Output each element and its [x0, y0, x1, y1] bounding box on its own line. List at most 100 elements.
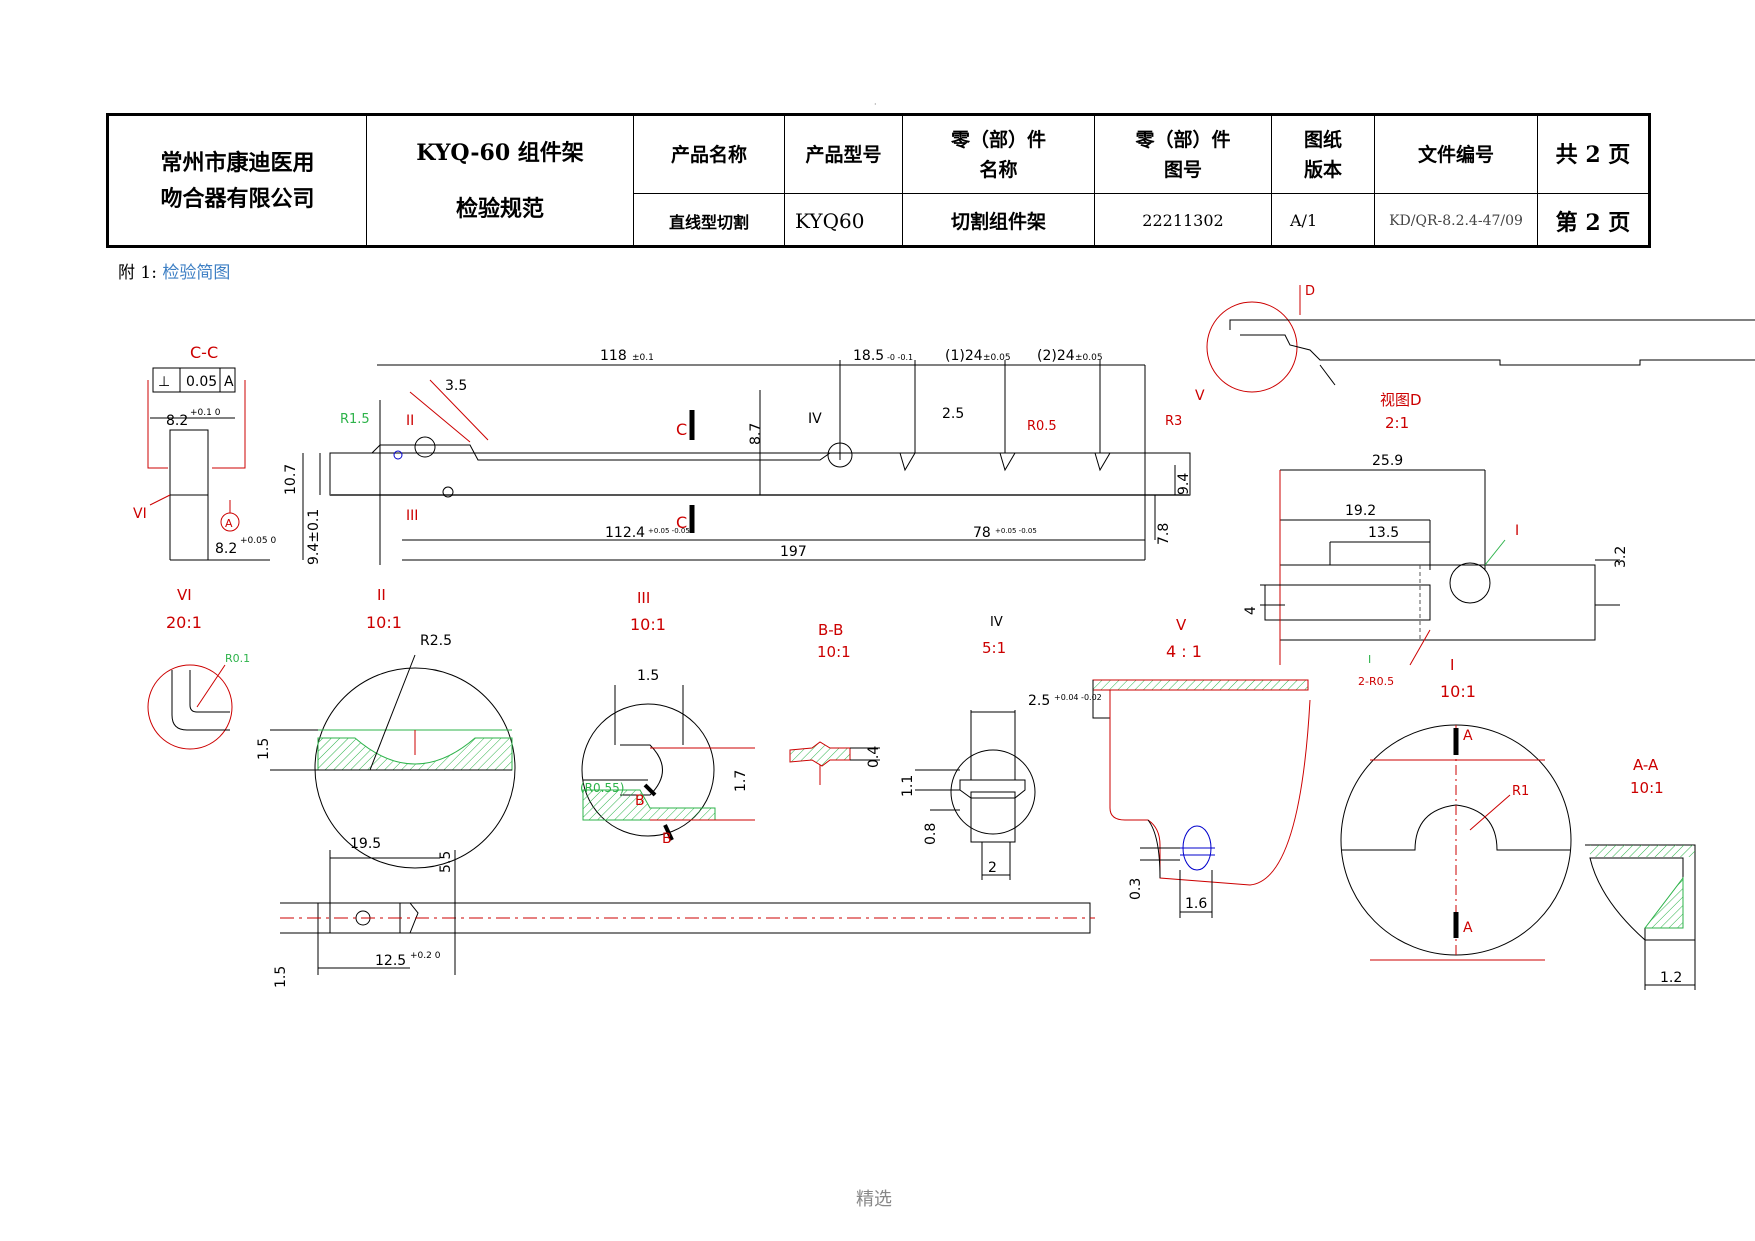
col-product-model: 产品型号: [784, 116, 902, 193]
label-det-iv-08: 0.8: [923, 823, 939, 845]
label-det-vi-title: VI: [177, 586, 192, 604]
col-product-name: 产品名称: [633, 116, 784, 193]
label-det-v-03: 0.3: [1128, 878, 1144, 900]
footer-text: 精选: [856, 1189, 892, 1210]
label-det-iii-b2: B: [662, 831, 672, 847]
total-pages: 共 2 页: [1537, 116, 1648, 193]
label-det-i-a2: A: [1463, 920, 1473, 936]
appendix-link[interactable]: 检验简图: [162, 263, 231, 283]
label-dim-197: 197: [780, 544, 807, 560]
detail-ii: [270, 654, 516, 869]
label-det-vi-scale: 20:1: [166, 613, 202, 632]
col-doc-no: 文件编号: [1374, 116, 1537, 193]
detail-v: [1092, 679, 1311, 918]
label-dim-94a: 9.4±0.1: [306, 509, 322, 565]
detail-bb: [789, 741, 880, 785]
company-line-1: 常州市康迪医用: [160, 149, 315, 176]
label-r05: R0.5: [1027, 419, 1057, 434]
label-dim-185-tol: -0 -0.1: [887, 353, 913, 362]
label-det-aa-scale: 10:1: [1630, 779, 1664, 797]
label-dim-24-2: (2)24: [1037, 348, 1075, 364]
label-det-iv-25: 2.5: [1028, 693, 1050, 709]
label-det-ii-15: 1.5: [256, 738, 272, 760]
label-dim-78v: 7.8: [1156, 523, 1172, 545]
detail-aa: [1585, 844, 1696, 990]
col-part-name-label-1: 零（部）件: [950, 128, 1046, 151]
label-det-iv-2: 2: [988, 860, 997, 876]
total-pages-label: 共 2 页: [1555, 141, 1631, 168]
col-part-no-label-2: 图号: [1163, 158, 1202, 181]
label-dim-94b: 9.4: [1176, 473, 1192, 495]
title-line-2: 检验规范: [455, 195, 544, 222]
label-det-ii-r: R2.5: [420, 633, 452, 649]
label-det-iii-17: 1.7: [733, 770, 749, 792]
label-dim-82a-tol: +0.1 0: [190, 408, 221, 418]
label-mark-i2: I: [1368, 653, 1371, 666]
label-det-iv-11: 1.1: [900, 775, 916, 797]
col-part-no: 零（部）件 图号: [1094, 116, 1271, 193]
document-header-table: 常州市康迪医用 吻合器有限公司 KYQ-60 组件架 检验规范 产品名称 产品型…: [106, 113, 1651, 248]
label-det-bb-title: B-B: [818, 621, 843, 639]
bottom-long-part: [280, 850, 1095, 975]
val-version: A/1: [1271, 193, 1374, 248]
label-det-bb-scale: 10:1: [817, 643, 851, 661]
col-part-name: 零（部）件 名称: [902, 116, 1094, 193]
val-part-name: 切割组件架: [902, 193, 1094, 248]
label-dim-4: 4: [1243, 606, 1259, 615]
label-mark-ii: II: [406, 413, 414, 429]
company-name: 常州市康迪医用 吻合器有限公司: [109, 116, 366, 245]
label-dim-24-1-tol: ±0.05: [983, 353, 1011, 363]
label-dim-25: 2.5: [942, 406, 964, 422]
appendix-label: 附 1: 检验简图: [118, 258, 230, 283]
col-doc-no-label: 文件编号: [1417, 143, 1494, 166]
label-det-iv-title: IV: [990, 615, 1003, 630]
label-bot-195: 19.5: [350, 836, 381, 852]
appendix-prefix: 附 1:: [118, 263, 157, 283]
label-bot-125: 12.5: [375, 953, 406, 969]
detail-iv: [915, 710, 1036, 880]
label-mark-c1: C: [676, 420, 687, 439]
label-dim-82a: 8.2: [166, 413, 188, 429]
label-dim-87: 8.7: [748, 423, 764, 445]
label-det-iii-r: (R0.55): [580, 781, 624, 795]
label-mark-iii: III: [406, 508, 418, 524]
label-view-d-arrow: D: [1305, 284, 1315, 299]
label-dim-35: 3.5: [445, 378, 467, 394]
label-dim-82b-tol: +0.05 0: [240, 536, 276, 546]
label-det-v-16: 1.6: [1185, 896, 1207, 912]
label-dim-24-2-tol: ±0.05: [1075, 353, 1103, 363]
label-det-v-title: V: [1176, 616, 1187, 634]
label-dim-24-1: (1)24: [945, 348, 983, 364]
title-line-1: KYQ-60 组件架: [416, 139, 584, 166]
label-det-ii-scale: 10:1: [366, 613, 402, 632]
label-det-i-title: I: [1450, 656, 1454, 674]
val-product-name: 直线型切割: [633, 193, 784, 248]
label-det-vi-r: R0.1: [225, 652, 250, 665]
label-tol-perp: ⊥: [158, 374, 170, 390]
label-det-iii-b1: B: [635, 793, 645, 809]
col-version-label-1: 图纸: [1303, 128, 1342, 151]
label-det-i-a1: A: [1463, 728, 1473, 744]
label-dim-192: 19.2: [1345, 503, 1376, 519]
label-tol-val: 0.05: [186, 374, 217, 390]
label-dim-78-tol: +0.05 -0.05: [995, 527, 1037, 535]
label-det-iii-15: 1.5: [637, 668, 659, 684]
label-det-ii-title: II: [377, 586, 386, 604]
label-dim-118-tol: ±0.1: [632, 353, 654, 363]
label-r2-05: 2-R0.5: [1358, 675, 1394, 688]
label-det-iii-scale: 10:1: [630, 615, 666, 634]
label-bot-125-tol: +0.2 0: [410, 951, 441, 961]
view-d-part: [1206, 285, 1755, 666]
val-product-model: KYQ60: [784, 193, 902, 248]
val-part-no: 22211302: [1094, 193, 1271, 248]
main-part-outline: [302, 360, 1191, 565]
detail-vi: [147, 664, 233, 750]
label-det-bb-04: 0.4: [866, 746, 882, 768]
label-det-aa-title: A-A: [1633, 756, 1659, 774]
label-bot-15: 1.5: [273, 966, 289, 988]
label-view-vi: VI: [133, 506, 147, 522]
label-r15: R1.5: [340, 412, 370, 427]
header-row-divider: [633, 193, 1648, 194]
detail-iii: [581, 685, 755, 841]
